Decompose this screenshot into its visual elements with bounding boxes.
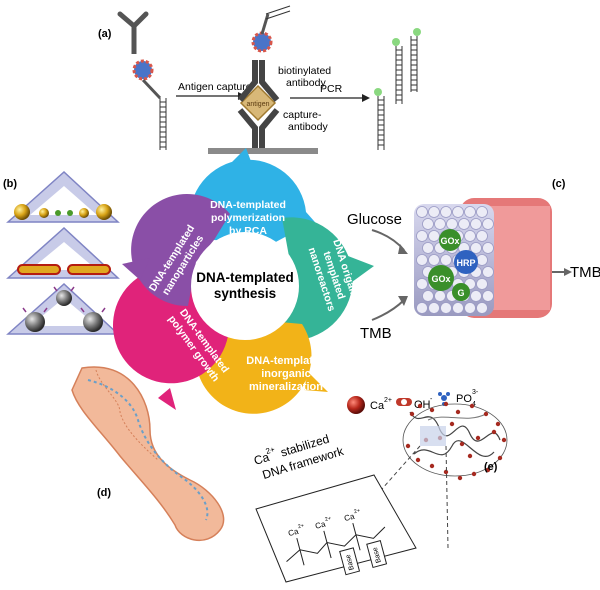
central-flower: DNA-templated synthesis DNA-templated po…: [112, 148, 374, 414]
petal-rca-line-2: polymerization: [211, 212, 285, 224]
panel-d: (d): [71, 366, 225, 542]
antigen-diamond: [239, 84, 277, 122]
panel-a-label: (a): [98, 28, 112, 40]
label-biotinylated-1: biotinylated: [278, 65, 331, 77]
chemical-structure: Ca 2+ Ca 2+ Ca 2+ Base Base: [255, 474, 417, 583]
caption-ca: Ca: [252, 450, 271, 468]
petal-mineral-line-2: inorganic: [261, 368, 311, 380]
panel-b-label: (b): [3, 178, 17, 190]
label-hrp: HRP: [456, 258, 475, 268]
label-capture-2: antibody: [288, 121, 328, 133]
label-oh-sup: -: [430, 396, 433, 403]
dna-framework-cloud: [402, 401, 508, 481]
label-po: PO: [456, 393, 472, 405]
label-gox-1: GOx: [440, 236, 459, 246]
panel-b: (b): [3, 170, 120, 335]
label-g: G: [457, 288, 464, 298]
antibody-with-dna-left: [117, 11, 167, 150]
base-label-1: Base: [345, 553, 356, 570]
label-ca: Ca: [370, 400, 385, 412]
petal-nano: [122, 194, 230, 307]
petal-mineral-text: DNA-templated inorganic mineralization: [246, 355, 325, 393]
petal-mineral-line-1: DNA-templated: [246, 355, 325, 367]
label-oh: OH: [414, 399, 431, 411]
center-disk: [191, 232, 299, 340]
ca-label-2: Ca: [314, 519, 327, 530]
label-tmb-star: TMB*: [570, 264, 600, 281]
gox-enzyme-1: [439, 229, 461, 251]
base-label-2: Base: [372, 546, 383, 563]
capture-surface: [208, 148, 318, 154]
origami-triangle-2: [6, 226, 120, 279]
petal-mineral-line-3: mineralization: [249, 381, 323, 393]
panel-c: (c) Glucose TMB GOx HRP GOx G TMB*: [347, 178, 600, 342]
ca-sup-1: 2+: [297, 523, 305, 530]
label-pcr: PCR: [320, 83, 343, 95]
panel-e-label: (e): [484, 461, 498, 473]
ca-label-3: Ca: [343, 512, 356, 523]
panel-a: (a) Antigen capture antigen: [98, 5, 421, 154]
label-biotinylated-2: antibody: [286, 77, 326, 89]
label-glucose: Glucose: [347, 211, 402, 228]
label-po-sub: 4: [472, 401, 476, 408]
framework-caption: Ca 2+ stabilized DNA framework: [252, 432, 346, 482]
arrow-glucose: [371, 229, 405, 251]
arrowhead: [362, 94, 370, 102]
polymer-structure: [71, 366, 225, 542]
label-antigen: antigen: [247, 101, 270, 108]
center-line-2: synthesis: [214, 286, 276, 301]
label-antigen-capture: Antigen capture: [178, 81, 252, 93]
antibody-sandwich: antigen biotinylated antibody capture- a…: [208, 5, 331, 154]
petal-rca-line-1: DNA-templated: [210, 199, 286, 211]
ca-sup-2: 2+: [324, 516, 332, 523]
origami-nanoreactor: GOx HRP GOx G: [414, 198, 552, 318]
origami-triangle-3: [6, 282, 120, 335]
petal-rca-line-3: by RCA: [229, 225, 267, 237]
origami-triangle-1: [6, 170, 120, 223]
label-capture-1: capture-: [283, 109, 322, 121]
ca-label-1: Ca: [287, 527, 300, 538]
label-po-sup: 3-: [472, 389, 479, 396]
arrow-tmb: [371, 299, 405, 321]
caption-ca-sup: 2+: [265, 445, 277, 456]
petal-origami: [282, 217, 374, 340]
calcium-ion-icon: [347, 396, 365, 414]
label-ca-sup: 2+: [384, 397, 392, 404]
callout-line-2: [445, 445, 449, 549]
ca-sup-3: 2+: [353, 508, 361, 515]
label-tmb: TMB: [360, 325, 392, 342]
panel-e: Ca 2+ OH - PO 3- 4 (e) Ca 2+ stabil: [252, 389, 508, 583]
gox-enzyme-2: [428, 265, 454, 291]
panel-c-label: (c): [552, 178, 566, 190]
panel-d-label: (d): [97, 487, 111, 499]
center-line-1: DNA-templated: [196, 270, 294, 285]
amplified-dna: [374, 28, 421, 150]
hrp-enzyme: [454, 250, 478, 274]
label-gox-2: GOx: [431, 274, 450, 284]
petal-rca-text: DNA-templated polymerization by RCA: [210, 199, 286, 237]
